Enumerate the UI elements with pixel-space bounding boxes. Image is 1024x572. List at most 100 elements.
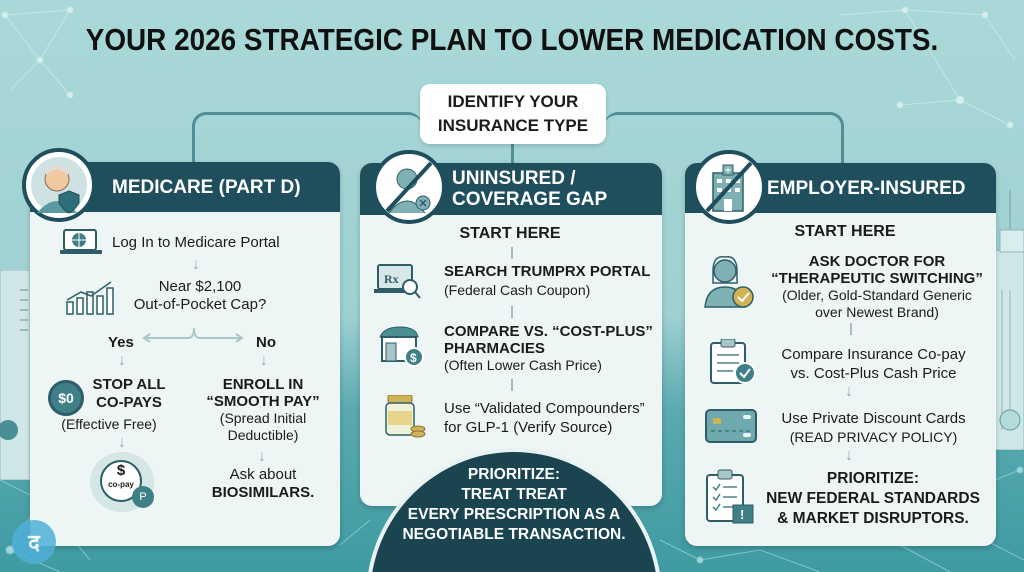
medicare-step-login: Log In to Medicare Portal xyxy=(60,228,330,258)
svg-text:!: ! xyxy=(740,507,744,522)
medicare-title: MEDICARE (PART D) xyxy=(112,176,301,198)
uninsured-step3-line2: for GLP-1 (Verify Source) xyxy=(444,419,613,436)
connector-tick xyxy=(850,323,852,335)
employer-priority: PRIORITIZE: NEW FEDERAL STANDARDS & MARK… xyxy=(755,469,991,529)
priority-line1: PRIORITIZE: xyxy=(467,466,561,483)
no-action-line2: “SMOOTH PAY” xyxy=(206,393,320,410)
rx-search-laptop-icon: Rx xyxy=(374,264,421,299)
uninsured-avatar xyxy=(372,150,446,224)
employer-step1-title-line2: “THERAPEUTIC SWITCHING” xyxy=(771,270,983,287)
employer-step2: Compare Insurance Co-pay vs. Cost-Plus C… xyxy=(761,345,986,383)
connector-tick xyxy=(511,306,513,318)
pharmacy-store-dollar-icon: $ xyxy=(379,326,424,367)
root-label-line2: INSURANCE TYPE xyxy=(437,116,589,135)
no-action-line1: ENROLL IN xyxy=(222,376,304,393)
employer-step1: ASK DOCTOR FOR “THERAPEUTIC SWITCHING” (… xyxy=(761,253,993,321)
panel-employer: EMPLOYER-INSURED START HERE ASK DOCTOR F… xyxy=(685,163,996,546)
uninsured-step2-note: (Often Lower Cash Price) xyxy=(444,357,602,373)
employer-step3-line2: (READ PRIVACY POLICY) xyxy=(789,429,958,445)
uninsured-step1-note: (Federal Cash Coupon) xyxy=(444,282,591,298)
priority-callout-text: PRIORITIZE: TREAT TREAT EVERY PRESCRIPTI… xyxy=(366,465,662,545)
arrow-down-icon: ↓ xyxy=(845,383,853,400)
employer-priority-line2: NEW FEDERAL STANDARDS xyxy=(766,490,980,507)
svg-text:$: $ xyxy=(410,351,417,365)
priority-line4: NEGOTIABLE TRANSACTION. xyxy=(402,526,626,543)
priority-line2: TREAT TREAT xyxy=(461,486,567,503)
employer-step2-line2: vs. Cost-Plus Cash Price xyxy=(790,365,957,382)
pill-bottle-coins-icon xyxy=(385,395,426,438)
uninsured-step1: SEARCH TRUMPRX PORTAL (Federal Cash Coup… xyxy=(444,263,654,299)
question-line2: Out-of-Pocket Cap? xyxy=(133,296,267,313)
yes-action-line2: CO-PAYS xyxy=(96,394,162,411)
arrow-down-icon: ↓ xyxy=(192,256,200,273)
biosimilars-line1: Ask about xyxy=(229,466,297,483)
zero-dollar-text: $0 xyxy=(58,390,74,406)
uninsured-title-line1: UNINSURED / xyxy=(452,168,576,189)
employer-avatar xyxy=(692,150,766,224)
panel-medicare: MEDICARE (PART D) Log In to Medicare Por… xyxy=(30,162,340,546)
laptop-globe-icon xyxy=(60,229,102,254)
biosimilars-action: Ask about BIOSIMILARS. xyxy=(200,466,326,502)
arrow-down-biosimilars-icon: ↓ xyxy=(258,448,266,465)
priority-line3: EVERY PRESCRIPTION AS A xyxy=(407,506,621,523)
yes-action-line1: STOP ALL xyxy=(92,376,166,393)
yes-label: Yes xyxy=(108,334,134,351)
medicare-login-text: Log In to Medicare Portal xyxy=(112,234,280,251)
uninsured-step3-line1: Use “Validated Compounders” xyxy=(444,400,645,417)
senior-with-shield-icon xyxy=(31,157,87,214)
connector-center xyxy=(511,144,514,166)
employer-step1-note-line1: (Older, Gold-Standard Generic xyxy=(782,287,972,303)
arrow-down-no-icon: ↓ xyxy=(260,352,268,369)
no-action: ENROLL IN “SMOOTH PAY” (Spread Initial D… xyxy=(200,376,326,444)
clipboard-warning-icon: ! xyxy=(706,469,754,524)
uninsured-step2: COMPARE VS. “COST-PLUS” PHARMACIES (Ofte… xyxy=(444,323,659,374)
arrow-down-yes-icon: ↓ xyxy=(118,352,126,369)
uninsured-step1-title: SEARCH TRUMPRX PORTAL xyxy=(444,263,651,280)
arrow-down-icon: ↓ xyxy=(845,447,853,464)
question-line1: Near $2,100 xyxy=(158,278,242,295)
arrow-down-copay-icon: ↓ xyxy=(118,434,126,451)
clipboard-check-icon xyxy=(710,339,756,384)
watermark-logo-icon: द xyxy=(12,520,56,564)
employer-title: EMPLOYER-INSURED xyxy=(767,177,966,199)
yes-action-title: STOP ALL CO-PAYS xyxy=(84,376,174,412)
employer-step2-line1: Compare Insurance Co-pay xyxy=(781,346,966,363)
generic-p-badge: P xyxy=(132,486,154,508)
medicare-question: Near $2,100 Out-of-Pocket Cap? xyxy=(45,274,335,322)
connector-left xyxy=(192,112,422,164)
employer-start-here: START HERE xyxy=(794,223,896,240)
connector-tick xyxy=(511,379,513,391)
doctor-checkmark-icon xyxy=(704,256,754,308)
page-title: YOUR 2026 STRATEGIC PLAN TO LOWER MEDICA… xyxy=(85,22,939,57)
connector-tick xyxy=(511,247,513,259)
svg-text:Rx: Rx xyxy=(384,272,399,286)
uninsured-step3: Use “Validated Compounders” for GLP-1 (V… xyxy=(444,399,659,437)
discount-card-icon xyxy=(705,409,757,443)
zero-dollar-coin-icon: $0 xyxy=(48,380,84,416)
copay-coin-icon: $ co-pay P xyxy=(90,452,154,512)
city-skyline-left xyxy=(0,270,31,480)
root-label-line1: IDENTIFY YOUR xyxy=(447,92,579,111)
medicare-avatar xyxy=(22,148,96,222)
employer-step1-note-line2: over Newest Brand) xyxy=(815,304,939,320)
connector-right xyxy=(604,112,844,164)
yes-action-note: (Effective Free) xyxy=(61,416,157,432)
split-arrows-icon xyxy=(142,327,244,343)
uninsured-title-line2: COVERAGE GAP xyxy=(452,189,608,210)
employer-step3: Use Private Discount Cards (READ PRIVACY… xyxy=(761,409,986,447)
uninsured-start-here: START HERE xyxy=(459,225,561,242)
employer-priority-line3: & MARKET DISRUPTORS. xyxy=(777,510,969,527)
employer-step3-line1: Use Private Discount Cards xyxy=(781,410,966,427)
no-action-note-line1: (Spread Initial xyxy=(219,410,307,426)
no-label: No xyxy=(256,334,276,351)
uninsured-step2-title-line2: PHARMACIES xyxy=(444,340,545,357)
medicare-question-text: Near $2,100 Out-of-Pocket Cap? xyxy=(125,278,275,314)
biosimilars-line2: BIOSIMILARS. xyxy=(211,484,315,501)
bar-chart-growth-icon xyxy=(66,281,114,315)
building-crossed-out-icon xyxy=(705,161,753,213)
no-action-note-line2: Deductible) xyxy=(227,427,299,443)
employer-priority-line1: PRIORITIZE: xyxy=(826,470,920,487)
person-crossed-out-icon xyxy=(385,161,433,214)
root-node-identify-insurance: IDENTIFY YOUR INSURANCE TYPE xyxy=(420,84,606,144)
uninsured-step2-title-line1: COMPARE VS. “COST-PLUS” xyxy=(444,323,653,340)
